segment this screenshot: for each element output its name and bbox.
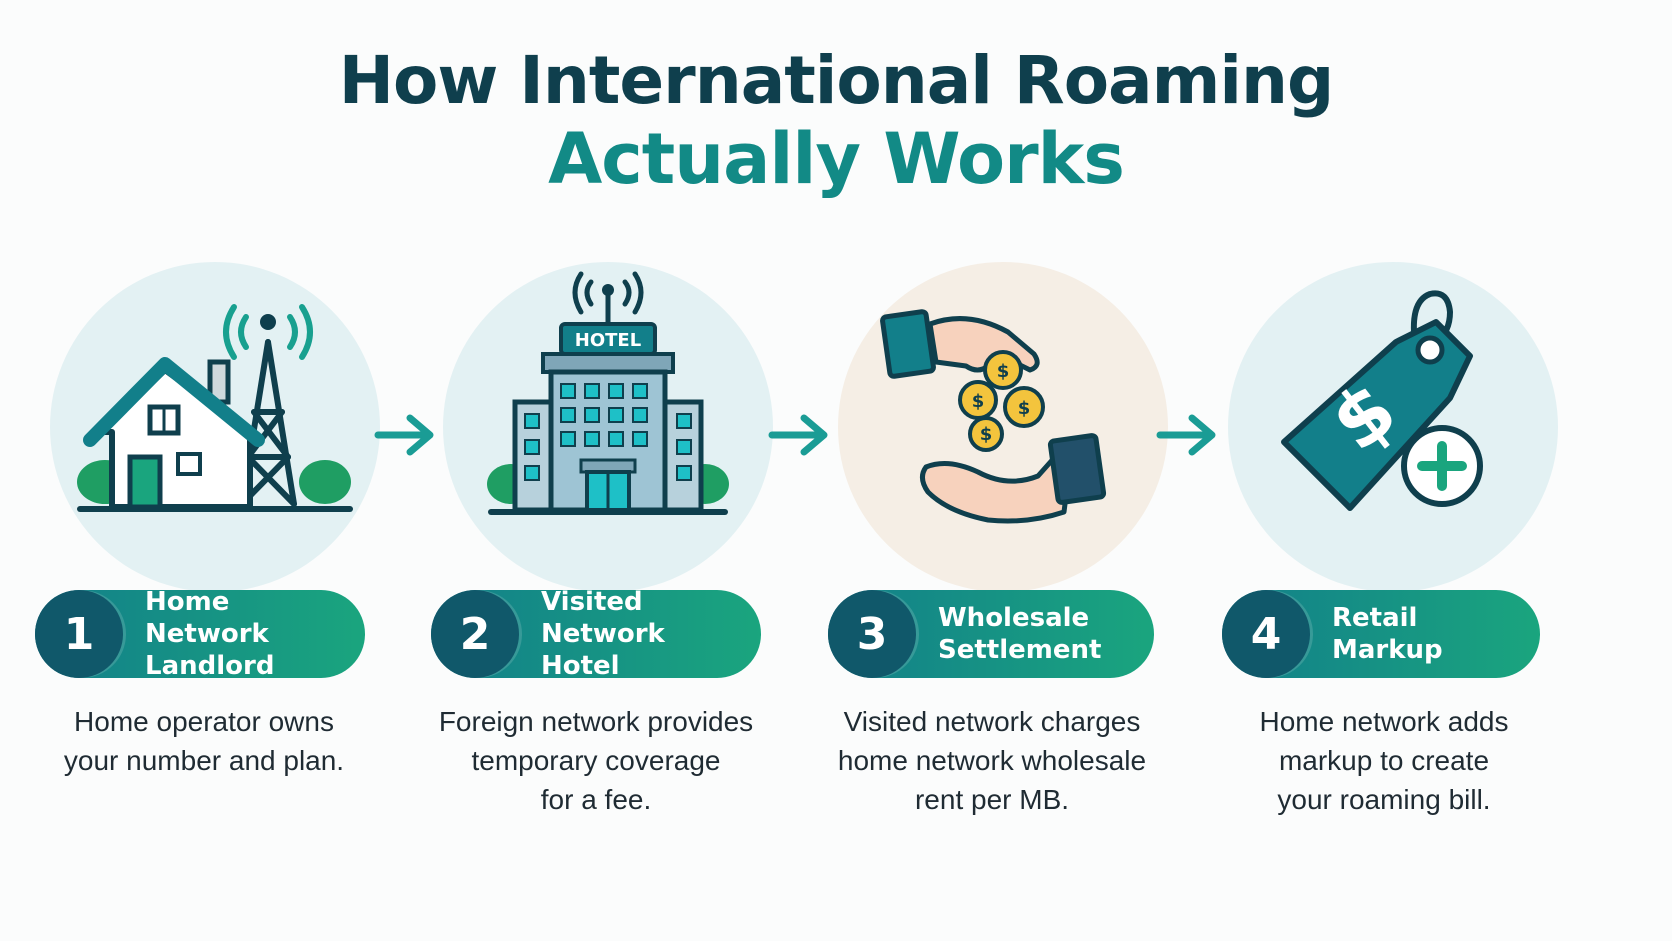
step-2-desc-line: Foreign network provides: [438, 706, 754, 737]
step-3-desc-line: home network wholesale: [837, 745, 1147, 776]
step-4-illustration: $: [1228, 262, 1558, 592]
step-2-illustration: HOTEL: [443, 262, 773, 592]
step-3-desc-line: rent per MB.: [914, 784, 1070, 815]
step-1-pill: 1 Home Network Landlord: [35, 587, 365, 681]
arrow-right-icon: [1152, 410, 1222, 460]
svg-text:$: $: [972, 391, 985, 412]
hotel-sign-text: HOTEL: [575, 330, 641, 351]
step-4-description: Home network adds markup to create your …: [1204, 702, 1564, 819]
step-4-desc-line: your roaming bill.: [1277, 784, 1491, 815]
step-2-title: Visited Network Hotel: [519, 586, 761, 682]
house-tower-icon: [77, 304, 353, 512]
title-line-1: How International Roaming: [338, 42, 1334, 119]
step-3-title: Wholesale Settlement: [916, 602, 1119, 666]
step-1-description: Home operator owns your number and plan.: [24, 702, 384, 780]
svg-text:$: $: [1018, 398, 1031, 419]
svg-text:$: $: [997, 361, 1010, 382]
step-1-desc-line: Home operator owns: [74, 706, 334, 737]
step-3-number: 3: [828, 590, 916, 678]
step-4-title: Retail Markup: [1310, 602, 1540, 666]
price-tag-plus-icon: $: [1281, 290, 1483, 511]
step-2-desc-line: temporary coverage: [471, 745, 721, 776]
svg-text:$: $: [980, 424, 993, 445]
arrow-right-icon: [764, 410, 834, 460]
step-1-desc-line: your number and plan.: [63, 745, 345, 776]
step-1-title: Home Network Landlord: [123, 586, 365, 682]
step-3-desc-line: Visited network charges: [843, 706, 1141, 737]
step-4-desc-line: markup to create: [1278, 745, 1490, 776]
step-2-description: Foreign network provides temporary cover…: [416, 702, 776, 819]
step-4-number: 4: [1222, 590, 1310, 678]
step-3-pill: 3 Wholesale Settlement: [828, 590, 1154, 678]
step-4-title-line-1: Retail Markup: [1332, 603, 1443, 665]
step-1-title-line-1: Home Network: [145, 587, 269, 649]
step-4-pill: 4 Retail Markup: [1222, 590, 1540, 678]
money-exchange-icon: $ $ $ $: [880, 309, 1107, 524]
step-2-title-line-1: Visited Network: [541, 587, 665, 649]
step-1-title-line-2: Landlord: [145, 651, 275, 681]
step-4-desc-line: Home network adds: [1259, 706, 1509, 737]
step-3-title-line-1: Wholesale: [938, 603, 1090, 633]
hotel-icon: HOTEL: [487, 271, 729, 515]
title-line-2: Actually Works: [548, 118, 1125, 200]
arrow-right-icon: [370, 410, 440, 460]
step-2-number: 2: [431, 590, 519, 678]
step-1-illustration: [50, 262, 380, 592]
step-3-description: Visited network charges home network who…: [812, 702, 1172, 819]
step-1-number: 1: [35, 590, 123, 678]
step-3-illustration: $ $ $ $: [838, 262, 1168, 592]
step-2-title-line-2: Hotel: [541, 651, 620, 681]
step-3-title-line-2: Settlement: [938, 635, 1102, 665]
step-2-desc-line: for a fee.: [540, 784, 652, 815]
step-2-pill: 2 Visited Network Hotel: [431, 587, 761, 681]
